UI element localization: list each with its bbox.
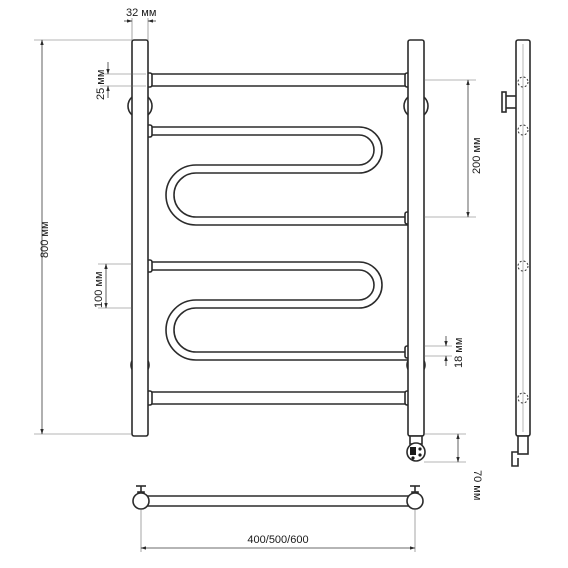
- dimension-100mm: 100 мм: [93, 263, 132, 309]
- side-view-port: [517, 392, 529, 404]
- dimension-18mm: 18 мм: [424, 336, 465, 368]
- bend-spacing-label: 100 мм: [93, 271, 105, 308]
- top-view-left-tube: [132, 492, 150, 510]
- side-view-port: [517, 124, 529, 136]
- side-view: [501, 39, 531, 467]
- side-view-wall-bracket: [501, 91, 516, 113]
- side-view-port: [517, 260, 529, 272]
- heater-height-label: 70 мм: [471, 470, 483, 500]
- upper-serpentine-rung-inner: [150, 134, 408, 226]
- right-side-tube: [407, 39, 425, 437]
- rung-diameter-label: 18 мм: [453, 338, 465, 368]
- top-view-right-tube: [406, 492, 424, 510]
- dimension-800mm: 800 мм: [34, 39, 132, 435]
- dimension-200mm: 200 мм: [424, 79, 483, 218]
- dimension-32mm: 32 мм: [124, 7, 156, 40]
- tube-diameter-label: 32 мм: [126, 7, 156, 19]
- dimension-width: 400/500/600: [140, 510, 416, 552]
- dimension-25mm: 25 мм: [95, 62, 146, 100]
- top-offset-label: 25 мм: [95, 70, 107, 100]
- rung-spacing-label: 200 мм: [471, 137, 483, 174]
- front-view: [127, 39, 429, 462]
- upper-serpentine-rung: [150, 126, 408, 218]
- top-rung: [147, 73, 411, 87]
- lower-serpentine-rung: [150, 261, 408, 353]
- left-side-tube: [131, 39, 149, 437]
- dimension-70mm: 70 мм: [424, 433, 483, 500]
- bottom-rung: [147, 391, 411, 405]
- top-view-rung: [139, 495, 417, 507]
- top-view: [132, 485, 424, 510]
- total-height-label: 800 мм: [39, 221, 51, 258]
- width-options-label: 400/500/600: [247, 534, 308, 546]
- lower-serpentine-rung-inner: [150, 269, 408, 361]
- side-view-port: [517, 76, 529, 88]
- side-view-heater: [511, 435, 529, 467]
- electric-heater: [406, 435, 426, 462]
